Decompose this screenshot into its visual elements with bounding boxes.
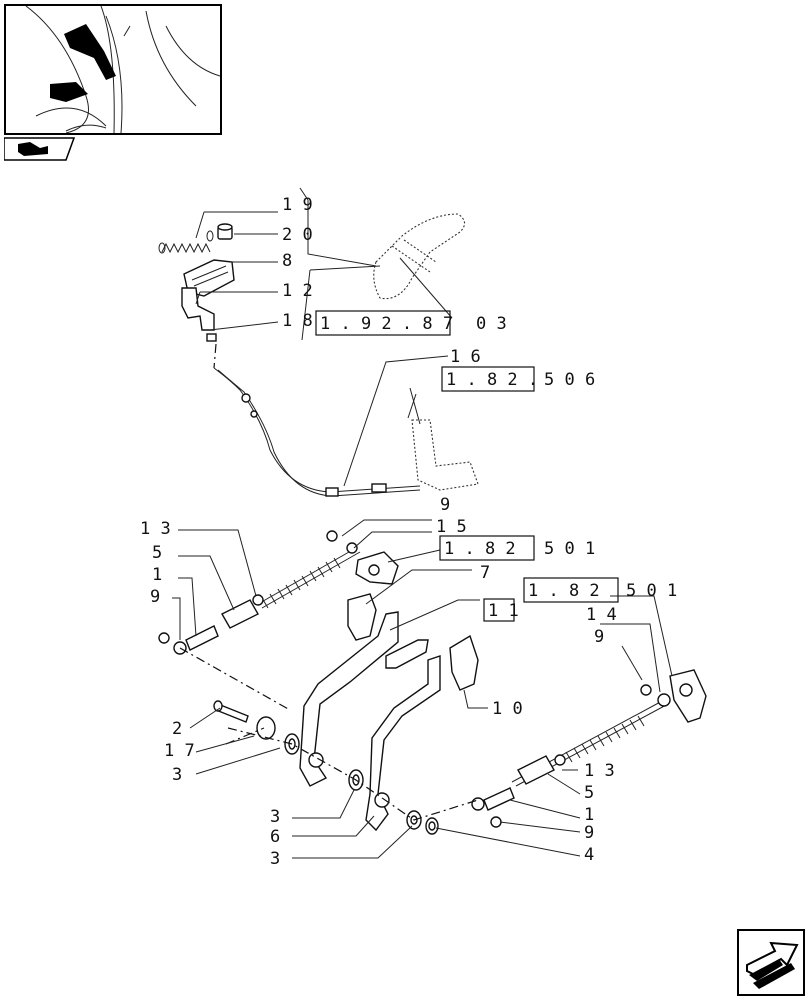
callout-8: 8 bbox=[282, 251, 292, 271]
ref-box-4-text: 1 . 8 2 bbox=[528, 581, 600, 601]
ghost-pedal-part bbox=[373, 213, 466, 300]
callout-4: 4 bbox=[584, 845, 594, 865]
leader-lines bbox=[172, 187, 673, 859]
callout-10: 1 0 bbox=[492, 699, 523, 719]
callout-11: 1 1 bbox=[488, 601, 519, 621]
tractor-pedals-thumbnail bbox=[25, 5, 221, 134]
pedal-pad-left-part bbox=[347, 593, 377, 641]
ghost-lever-part bbox=[407, 393, 479, 491]
right-pedal-arm-part bbox=[365, 655, 441, 832]
ref-box-1-tail: 0 3 bbox=[476, 314, 507, 334]
washers-part bbox=[348, 769, 439, 835]
callout-5-right: 5 bbox=[584, 783, 594, 803]
next-page-button[interactable] bbox=[737, 929, 805, 996]
next-page-arrow-icon bbox=[746, 941, 799, 989]
ref-box-3-text: 1 . 8 2 bbox=[444, 539, 516, 559]
callout-2: 2 bbox=[172, 719, 182, 739]
left-pedal-arm-part bbox=[299, 611, 399, 787]
ref-box-1-text: 1 . 9 2 . 8 7 bbox=[320, 314, 453, 334]
ref-box-2 bbox=[441, 366, 535, 392]
callout-13-right: 1 3 bbox=[584, 761, 615, 781]
clevis-part bbox=[355, 551, 399, 585]
callout-13-left: 1 3 bbox=[140, 519, 171, 539]
ref-box-4-tail: 5 0 1 bbox=[626, 581, 677, 601]
ref-box-4 bbox=[523, 577, 619, 603]
callout-3-c: 3 bbox=[270, 849, 280, 869]
callout-20: 2 0 bbox=[282, 225, 313, 245]
callout-14: 1 4 bbox=[586, 605, 617, 625]
callout-9-top: 9 bbox=[440, 495, 450, 515]
callout-5-left: 5 bbox=[152, 543, 162, 563]
callout-18: 1 8 bbox=[282, 311, 313, 331]
callout-7: 7 bbox=[480, 563, 490, 583]
callout-9-bottom: 9 bbox=[584, 823, 594, 843]
spring-part bbox=[158, 230, 214, 254]
ref-box-2-tail: 5 0 6 bbox=[544, 370, 595, 390]
callout-9-right: 9 bbox=[594, 627, 604, 647]
cap-screw-part bbox=[217, 223, 233, 240]
bushing-part bbox=[256, 716, 300, 755]
bolt-part bbox=[213, 700, 249, 723]
callout-6: 6 bbox=[270, 827, 280, 847]
callout-17: 1 7 bbox=[164, 741, 195, 761]
section-tab[interactable] bbox=[3, 136, 76, 162]
bracket-part bbox=[181, 287, 217, 342]
callout-3-a: 3 bbox=[172, 765, 182, 785]
callout-box-11 bbox=[483, 598, 515, 622]
pedal-plate-part bbox=[385, 639, 429, 669]
callout-1-left: 1 bbox=[152, 565, 162, 585]
callout-9-left: 9 bbox=[150, 587, 160, 607]
ref-box-3 bbox=[439, 535, 535, 561]
callout-15: 1 5 bbox=[436, 517, 467, 537]
section-folder-icon bbox=[3, 137, 76, 161]
ref-box-2-text: 1 . 8 2 . bbox=[446, 370, 538, 390]
callout-12: 1 2 bbox=[282, 281, 313, 301]
right-clevis-part bbox=[669, 669, 707, 723]
callout-3-b: 3 bbox=[270, 807, 280, 827]
ref-box-1 bbox=[315, 310, 451, 336]
callout-19: 1 9 bbox=[282, 195, 313, 215]
callout-1-right: 1 bbox=[584, 805, 594, 825]
ref-box-3-tail: 5 0 1 bbox=[544, 539, 595, 559]
callout-16: 1 6 bbox=[450, 347, 481, 367]
pedal-pad-right-part bbox=[449, 634, 479, 691]
cable-part bbox=[213, 367, 421, 497]
left-rod-part bbox=[158, 530, 361, 655]
thumbnail-image bbox=[4, 4, 222, 135]
